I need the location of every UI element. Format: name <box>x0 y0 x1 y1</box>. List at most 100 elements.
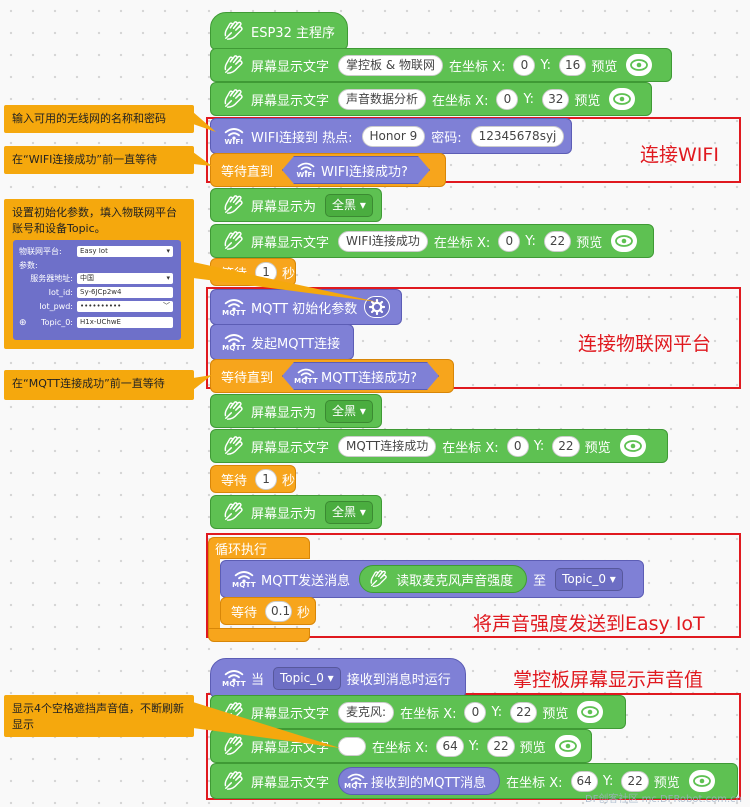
display-text-block-2[interactable]: 屏幕显示文字 声音数据分析 在坐标 X: 0 Y: 32 预览 <box>210 82 652 116</box>
y-input[interactable]: 22 <box>487 735 515 757</box>
screen-fill-block-1[interactable]: 屏幕显示为 全黑 ▾ <box>210 188 382 222</box>
display-text-label: 屏幕显示文字 <box>251 93 330 109</box>
watermark: DF创客社区 mc.DFRobot.com.cn <box>584 794 742 805</box>
wifi-connected-label: WIFI连接成功? <box>321 164 408 180</box>
wifi-connected-condition[interactable]: WIFI WIFI连接成功? <box>282 156 430 184</box>
y-label: Y: <box>525 233 536 249</box>
screen-display-as-label: 屏幕显示为 <box>251 405 317 421</box>
screen-fill-block-2[interactable]: 屏幕显示为 全黑 ▾ <box>210 394 382 428</box>
display-text-label: 屏幕显示文字 <box>251 740 330 756</box>
display-text-block-4[interactable]: 屏幕显示文字 MQTT连接成功 在坐标 X: 0 Y: 22 预览 <box>210 429 668 463</box>
wifi-password-label: 密码: <box>431 130 462 146</box>
iot-id-label: Iot_id: <box>48 288 73 297</box>
display-text-label: 屏幕显示文字 <box>251 775 330 791</box>
topic-dropdown[interactable]: Topic_0 ▾ <box>555 567 623 591</box>
mqtt-connected-label: MQTT连接成功? <box>321 370 418 386</box>
y-label: Y: <box>533 438 545 454</box>
seconds-label: 秒 <box>282 473 296 489</box>
eye-icon[interactable] <box>619 435 646 457</box>
mqtt-connected-condition[interactable]: MQTT MQTT连接成功? <box>282 362 439 390</box>
at-coord-label: 在坐标 X: <box>506 775 563 791</box>
y-input[interactable]: 16 <box>559 54 587 76</box>
y-input[interactable]: 22 <box>510 701 538 723</box>
add-topic-icon[interactable]: ⊕ <box>19 317 27 328</box>
text-input[interactable] <box>338 736 367 756</box>
fill-dropdown[interactable]: 全黑 ▾ <box>325 193 373 217</box>
seconds-input[interactable]: 0.1 <box>265 600 292 622</box>
read-mic-reporter[interactable]: 读取麦克风声音强度 <box>359 565 528 593</box>
display-text-block-7[interactable]: 屏幕显示文字 MQTT 接收到的MQTT消息 在坐标 X: 64 Y: 22 预… <box>210 763 738 799</box>
callout-wifi-credentials: 输入可用的无线网的名称和密码 <box>4 105 194 133</box>
wait-seconds-block-2[interactable]: 等待 1 秒 <box>210 465 296 493</box>
fill-dropdown[interactable]: 全黑 ▾ <box>325 500 373 524</box>
annotation-box-send <box>206 533 741 638</box>
text-input[interactable]: 麦克风: <box>338 701 395 723</box>
topic-dropdown[interactable]: Topic_0 ▾ <box>273 666 341 690</box>
eye-icon[interactable] <box>611 230 638 252</box>
screen-display-as-label: 屏幕显示为 <box>251 199 317 215</box>
annotation-label-iot: 连接物联网平台 <box>578 333 712 355</box>
text-input[interactable]: MQTT连接成功 <box>338 435 437 457</box>
mqtt-init-label: MQTT 初始化参数 <box>251 301 358 317</box>
iot-id-input[interactable]: Sy-6JCp2w4 <box>77 287 173 298</box>
loop-block[interactable] <box>208 537 310 559</box>
display-text-label: 屏幕显示文字 <box>251 706 330 722</box>
eye-icon[interactable] <box>554 735 581 757</box>
x-input[interactable]: 0 <box>506 435 529 457</box>
topic-input[interactable]: H1x-UChwE <box>77 317 173 328</box>
eye-icon[interactable] <box>688 770 715 792</box>
platform-select[interactable]: Easy Iot▾ <box>77 246 173 257</box>
y-label: Y: <box>523 91 535 107</box>
to-label: 至 <box>533 573 547 589</box>
y-input[interactable]: 22 <box>552 435 580 457</box>
preview-label: 预览 <box>519 740 546 756</box>
display-text-block-1[interactable]: 屏幕显示文字 掌控板 & 物联网 在坐标 X: 0 Y: 16 预览 <box>210 48 672 82</box>
wifi-connect-block[interactable]: WIFI WIFI连接到 热点: Honor 9 密码: 12345678syj <box>210 118 572 154</box>
y-label: Y: <box>602 773 614 789</box>
x-input[interactable]: 0 <box>513 54 536 76</box>
y-input[interactable]: 22 <box>621 770 649 792</box>
x-input[interactable]: 64 <box>570 770 598 792</box>
x-input[interactable]: 0 <box>464 701 487 723</box>
preview-label: 预览 <box>574 93 601 109</box>
params-label: 参数: <box>19 261 38 270</box>
server-label: 服务器地址: <box>30 274 73 283</box>
esp32-main-program-block[interactable]: ESP32 主程序 <box>210 12 348 50</box>
gear-icon[interactable] <box>364 296 391 318</box>
mqtt-icon: MQTT <box>219 327 249 357</box>
mqtt-icon: MQTT <box>219 663 249 693</box>
wait-until-mqtt-block[interactable]: 等待直到 MQTT MQTT连接成功? <box>210 359 454 393</box>
display-text-block-3[interactable]: 屏幕显示文字 WIFI连接成功 在坐标 X: 0 Y: 22 预览 <box>210 224 654 258</box>
wait-until-wifi-block[interactable]: 等待直到 WIFI WIFI连接成功? <box>210 153 446 187</box>
mqtt-connect-block[interactable]: MQTT 发起MQTT连接 <box>210 324 354 360</box>
seconds-input[interactable]: 1 <box>255 468 278 490</box>
mqtt-received-reporter[interactable]: MQTT 接收到的MQTT消息 <box>338 767 501 795</box>
server-select[interactable]: 中国▾ <box>77 273 173 284</box>
screen-fill-block-3[interactable]: 屏幕显示为 全黑 ▾ <box>210 495 382 529</box>
eye-icon[interactable] <box>609 88 636 110</box>
eye-icon[interactable] <box>626 54 653 76</box>
wifi-ssid-input[interactable]: Honor 9 <box>361 125 426 147</box>
y-input[interactable]: 32 <box>542 88 570 110</box>
wait-seconds-block-3[interactable]: 等待 0.1 秒 <box>220 597 316 625</box>
text-input[interactable]: 声音数据分析 <box>338 88 427 110</box>
display-text-block-5[interactable]: 屏幕显示文字 麦克风: 在坐标 X: 0 Y: 22 预览 <box>210 695 626 729</box>
y-input[interactable]: 22 <box>543 230 572 252</box>
wifi-password-input[interactable]: 12345678syj <box>470 125 565 147</box>
x-input[interactable]: 64 <box>436 735 464 757</box>
display-text-label: 屏幕显示文字 <box>251 59 330 75</box>
display-text-block-6[interactable]: 屏幕显示文字 在坐标 X: 64 Y: 22 预览 <box>210 729 592 763</box>
mqtt-icon: MQTT <box>293 361 319 391</box>
text-input[interactable]: 掌控板 & 物联网 <box>338 54 444 76</box>
mqtt-send-block[interactable]: MQTT MQTT发送消息 读取麦克风声音强度 至 Topic_0 ▾ <box>220 560 644 598</box>
mqtt-icon: MQTT <box>229 564 259 594</box>
mqtt-send-label: MQTT发送消息 <box>261 573 351 589</box>
x-input[interactable]: 0 <box>496 88 519 110</box>
eye-icon[interactable] <box>577 701 604 723</box>
fill-dropdown[interactable]: 全黑 ▾ <box>325 399 373 423</box>
text-input[interactable]: WIFI连接成功 <box>338 230 428 252</box>
wait-label: 等待 <box>231 605 258 621</box>
iot-pwd-input[interactable]: ••••••••••﹀ <box>77 301 173 312</box>
x-input[interactable]: 0 <box>498 230 521 252</box>
annotation-label-display: 掌控板屏幕显示声音值 <box>513 669 704 691</box>
